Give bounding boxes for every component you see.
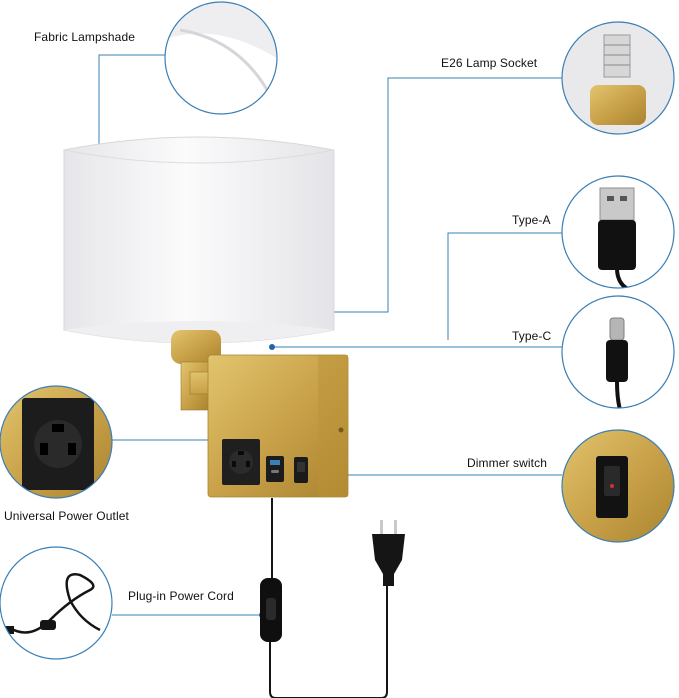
- label-type-a: Type-A: [512, 213, 551, 227]
- detail-socket: [562, 22, 674, 134]
- usb-ports-face: [266, 456, 284, 482]
- callout-line-type-a: [447, 232, 562, 340]
- label-power-cord: Plug-in Power Cord: [128, 589, 234, 603]
- label-fabric-lampshade: Fabric Lampshade: [34, 30, 135, 44]
- power-cord: [269, 498, 388, 698]
- label-e26-socket: E26 Lamp Socket: [441, 56, 538, 70]
- label-universal-outlet: Universal Power Outlet: [4, 509, 129, 523]
- detail-usb-a: [562, 176, 674, 288]
- us-plug: [372, 520, 405, 586]
- detail-cord: [0, 547, 112, 659]
- detail-dimmer: [562, 430, 674, 542]
- detail-lampshade: [165, 2, 277, 114]
- label-dimmer-switch: Dimmer switch: [467, 456, 547, 470]
- detail-outlet: [0, 386, 112, 498]
- callout-line-lampshade: [98, 54, 166, 147]
- wall-plate: [207, 354, 349, 498]
- inline-switch: [260, 578, 282, 642]
- detail-usb-c: [562, 296, 674, 408]
- lampshade: [63, 136, 335, 344]
- callout-dot-type-c: [269, 344, 275, 350]
- label-type-c: Type-C: [512, 329, 552, 343]
